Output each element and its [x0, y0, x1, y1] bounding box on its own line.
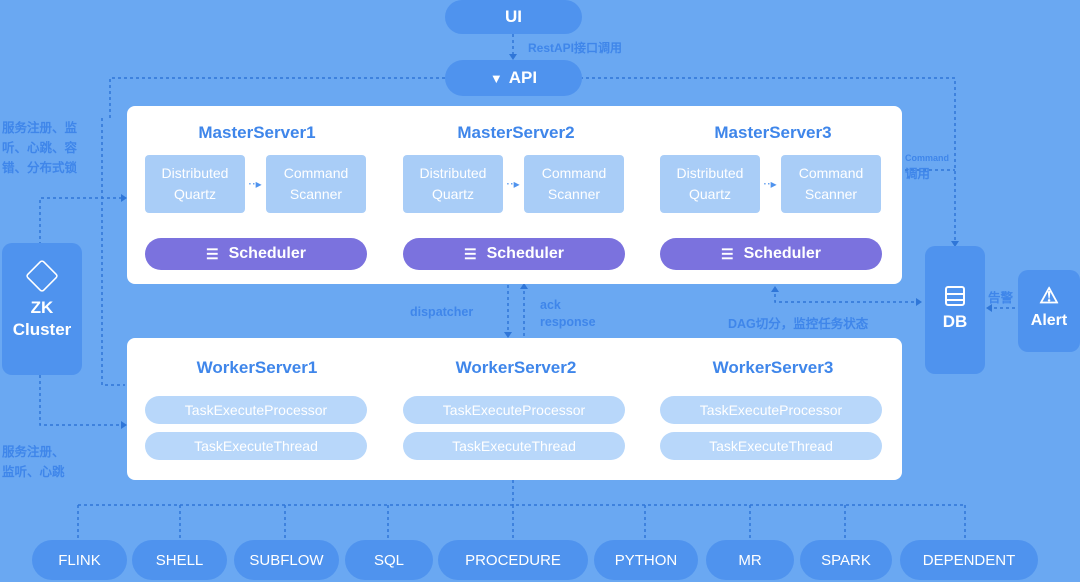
quartz-line: Quartz: [173, 186, 216, 202]
quartz-line: Distributed: [676, 165, 744, 181]
scheduler-label: Scheduler: [486, 245, 564, 262]
arrow-head: [509, 54, 517, 60]
call-note: 调用: [905, 167, 931, 181]
worker-registration-note: 服务注册、 监听、心跳: [2, 442, 102, 482]
task-type-shell[interactable]: SHELL: [132, 540, 227, 580]
dispatcher-note: dispatcher: [410, 305, 474, 319]
cube-icon: [25, 259, 59, 293]
task-execute-processor[interactable]: TaskExecuteProcessor: [145, 396, 367, 424]
restapi-note: RestAPI接口调用: [528, 41, 623, 55]
master-server-title: MasterServer3: [714, 123, 832, 142]
task-type-flink[interactable]: FLINK: [32, 540, 127, 580]
scheduler-button[interactable]: ☰ Scheduler: [660, 238, 882, 270]
zk-cluster-node[interactable]: ZK Cluster: [2, 243, 82, 375]
zk-master-connector: [39, 197, 125, 245]
scheduler-button[interactable]: ☰ Scheduler: [145, 238, 367, 270]
command-small-note: Command: [905, 153, 950, 163]
alert-node[interactable]: ⚠ Alert: [1018, 270, 1080, 352]
command-scanner-box[interactable]: Command Scanner: [781, 155, 881, 213]
quartz-line: Quartz: [688, 186, 731, 202]
plug-icon: ▼: [489, 70, 503, 86]
task-type-subflow[interactable]: SUBFLOW: [234, 540, 339, 580]
api-db-connector: [580, 77, 956, 245]
command-line: Command: [798, 165, 864, 181]
cluster-label: Cluster: [12, 320, 72, 339]
scheduler-icon: ☰: [206, 245, 219, 262]
note-line: 服务注册、: [2, 445, 65, 459]
db-node[interactable]: DB: [925, 246, 985, 374]
arrow-head: [520, 283, 528, 289]
command-scanner-box[interactable]: Command Scanner: [524, 155, 624, 213]
arrow-right-icon: ⋅⋅▸: [248, 177, 262, 191]
api-label: API: [508, 68, 538, 87]
distributed-quartz-box[interactable]: Distributed Quartz: [403, 155, 503, 213]
distributed-quartz-box[interactable]: Distributed Quartz: [660, 155, 760, 213]
task-type-python[interactable]: PYTHON: [594, 540, 698, 580]
note-line: 服务注册、监: [2, 121, 78, 135]
api-node[interactable]: ▼ API: [445, 60, 582, 96]
task-execute-thread[interactable]: TaskExecuteThread: [660, 432, 882, 460]
scheduler-button[interactable]: ☰ Scheduler: [403, 238, 625, 270]
task-type-sql[interactable]: SQL: [345, 540, 433, 580]
note-line: 听、心跳、容: [2, 141, 78, 155]
zk-worker-connector: [39, 375, 125, 426]
arrow-right-icon: ⋅⋅▸: [506, 177, 520, 191]
worker-server-title: WorkerServer1: [196, 358, 318, 377]
command-line: Scanner: [289, 186, 343, 202]
master-server-title: MasterServer1: [198, 123, 316, 142]
scheduler-label: Scheduler: [228, 245, 306, 262]
arrow-head: [121, 194, 127, 202]
task-type-mr[interactable]: MR: [706, 540, 794, 580]
command-line: Scanner: [547, 186, 601, 202]
arrow-head: [771, 286, 779, 292]
task-execute-processor[interactable]: TaskExecuteProcessor: [660, 396, 882, 424]
scheduler-label: Scheduler: [743, 245, 821, 262]
api-left-connector: [109, 77, 445, 118]
task-branch-connectors: [77, 505, 966, 540]
ack-note: ack: [540, 298, 561, 312]
task-execute-thread[interactable]: TaskExecuteThread: [403, 432, 625, 460]
note-line: 错、分布式锁: [2, 161, 78, 175]
task-type-dependent[interactable]: DEPENDENT: [900, 540, 1038, 580]
alert-label: Alert: [1030, 312, 1068, 329]
arrow-head: [986, 304, 992, 312]
quartz-line: Distributed: [419, 165, 487, 181]
command-line: Scanner: [804, 186, 858, 202]
scheduler-icon: ☰: [464, 245, 477, 262]
scheduler-icon: ☰: [721, 245, 734, 262]
command-scanner-box[interactable]: Command Scanner: [266, 155, 366, 213]
command-line: Command: [541, 165, 607, 181]
arrow-head: [121, 421, 127, 429]
worker-server-title: WorkerServer2: [455, 358, 577, 377]
master-registration-note: 服务注册、监 听、心跳、容 错、分布式锁: [2, 118, 102, 178]
db-label: DB: [942, 312, 968, 331]
warning-icon: ⚠: [1039, 283, 1059, 308]
task-type-spark[interactable]: SPARK: [800, 540, 892, 580]
command-line: Command: [283, 165, 349, 181]
worker-server-title: WorkerServer3: [712, 358, 834, 377]
quartz-line: Quartz: [431, 186, 474, 202]
quartz-line: Distributed: [161, 165, 229, 181]
master-db-connector: [774, 288, 920, 303]
task-execute-processor[interactable]: TaskExecuteProcessor: [403, 396, 625, 424]
arrow-head: [504, 332, 512, 338]
dag-note: DAG切分，监控任务状态: [728, 317, 869, 331]
task-type-procedure[interactable]: PROCEDURE: [438, 540, 588, 580]
arrow-right-icon: ⋅⋅▸: [763, 177, 777, 191]
left-vertical-connector: [101, 118, 125, 386]
zk-label: ZK: [30, 298, 54, 317]
master-server-title: MasterServer2: [457, 123, 575, 142]
arrow-head: [951, 241, 959, 247]
arrow-head: [916, 298, 922, 306]
ui-label: UI: [505, 7, 522, 26]
distributed-quartz-box[interactable]: Distributed Quartz: [145, 155, 245, 213]
task-execute-thread[interactable]: TaskExecuteThread: [145, 432, 367, 460]
note-line: 监听、心跳: [2, 465, 65, 479]
alarm-note: 告警: [988, 291, 1014, 305]
response-note: response: [540, 315, 596, 329]
database-icon: [945, 286, 965, 306]
ui-node[interactable]: UI: [445, 0, 582, 34]
